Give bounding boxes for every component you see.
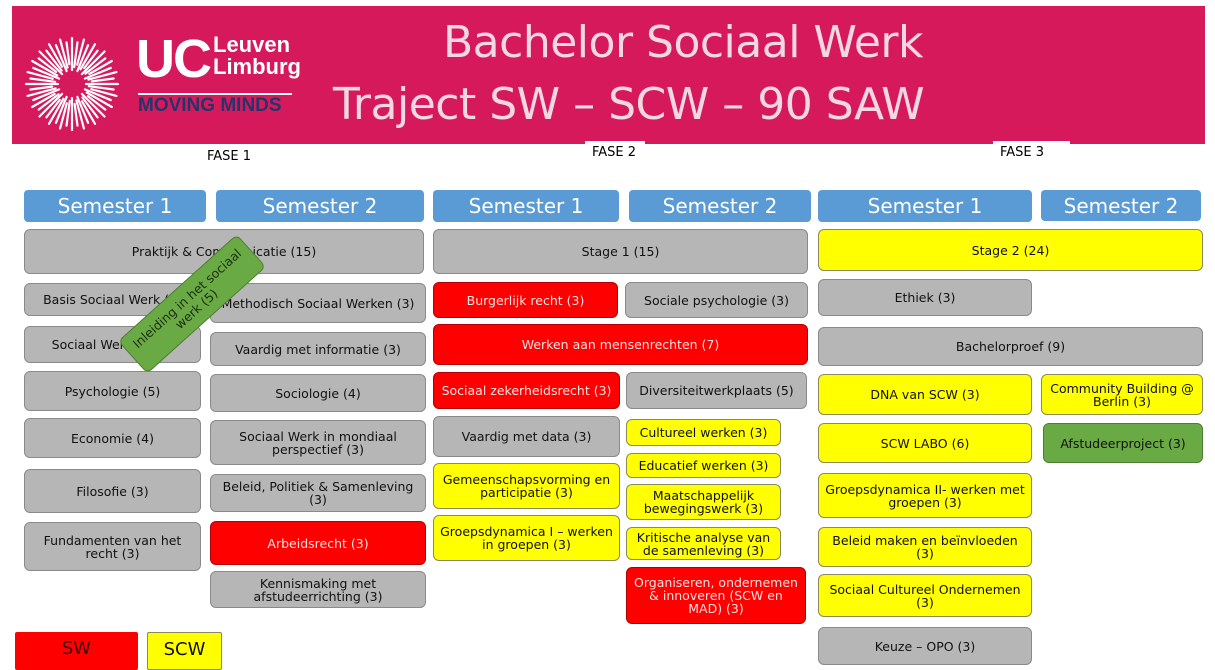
semester-header-f3-s1: Semester 1	[818, 190, 1032, 222]
header-banner	[12, 6, 1205, 144]
legend-scw: SCW	[147, 632, 222, 670]
course-community-building[interactable]: Community Building @ Berlin (3)	[1041, 374, 1203, 415]
course-organiseren-ondernemen[interactable]: Organiseren, ondernemen & innoveren (SCW…	[626, 567, 806, 624]
course-sociaal-cultureel-ondernemen[interactable]: Sociaal Cultureel Ondernemen (3)	[818, 574, 1032, 617]
logo-tagline: MOVING MINDS	[138, 95, 282, 116]
logo-divider	[138, 93, 292, 95]
course-psychologie[interactable]: Psychologie (5)	[24, 371, 201, 411]
semester-header-f2-s2: Semester 2	[629, 190, 811, 222]
course-dna-van-scw[interactable]: DNA van SCW (3)	[818, 374, 1032, 415]
course-groepsdynamica-2[interactable]: Groepsdynamica II- werken met groepen (3…	[818, 473, 1032, 518]
logo-limburg-text: Limburg	[213, 54, 301, 79]
course-werken-aan-mensenrechten[interactable]: Werken aan mensenrechten (7)	[433, 324, 808, 365]
course-beleid-politiek-samenleving[interactable]: Beleid, Politiek & Samenleving (3)	[210, 474, 426, 512]
course-ethiek[interactable]: Ethiek (3)	[818, 279, 1032, 316]
course-keuze-opo[interactable]: Keuze – OPO (3)	[818, 627, 1032, 665]
logo-uc-text: UC	[136, 29, 212, 89]
semester-header-f3-s2: Semester 2	[1041, 190, 1201, 221]
phase-label-2: FASE 2	[585, 141, 645, 165]
page-title-line2: Traject SW – SCW – 90 SAW	[333, 79, 925, 130]
page-title-line1: Bachelor Sociaal Werk	[443, 17, 924, 68]
course-educatief-werken[interactable]: Educatief werken (3)	[626, 453, 781, 478]
course-scw-labo[interactable]: SCW LABO (6)	[818, 423, 1032, 463]
course-kritische-analyse[interactable]: Kritische analyse van de samenleving (3)	[626, 527, 781, 560]
logo-leuven-text: Leuven	[213, 32, 291, 57]
phase-label-3: FASE 3	[993, 141, 1070, 165]
course-burgerlijk-recht[interactable]: Burgerlijk recht (3)	[433, 282, 618, 318]
course-economie[interactable]: Economie (4)	[24, 418, 201, 458]
course-arbeidsrecht[interactable]: Arbeidsrecht (3)	[210, 521, 426, 565]
course-sociaal-werk-mondiaal[interactable]: Sociaal Werk in mondiaal perspectief (3)	[210, 420, 426, 465]
course-diversiteitwerkplaats[interactable]: Diversiteitwerkplaats (5)	[626, 372, 807, 409]
course-methodisch-sociaal-werken[interactable]: Methodisch Sociaal Werken (3)	[210, 283, 426, 323]
course-sociale-psychologie[interactable]: Sociale psychologie (3)	[625, 282, 808, 318]
course-filosofie[interactable]: Filosofie (3)	[24, 469, 201, 513]
course-gemeenschapsvorming[interactable]: Gemeenschapsvorming en participatie (3)	[433, 463, 620, 509]
course-bachelorproef[interactable]: Bachelorproef (9)	[818, 327, 1203, 366]
course-stage-2[interactable]: Stage 2 (24)	[818, 229, 1203, 271]
course-groepsdynamica-1[interactable]: Groepsdynamica I – werken in groepen (3)	[433, 515, 620, 561]
course-fundamenten-recht[interactable]: Fundamenten van het recht (3)	[24, 522, 201, 571]
course-sociaal-zekerheidsrecht[interactable]: Sociaal zekerheidsrecht (3)	[433, 372, 620, 409]
semester-header-f1-s2: Semester 2	[216, 190, 424, 222]
course-vaardig-met-data[interactable]: Vaardig met data (3)	[433, 416, 620, 457]
semester-header-f1-s1: Semester 1	[24, 190, 206, 222]
course-stage-1[interactable]: Stage 1 (15)	[433, 229, 808, 274]
course-vaardig-met-informatie[interactable]: Vaardig met informatie (3)	[210, 332, 426, 366]
course-kennismaking-afstudeerrichting[interactable]: Kennismaking met afstudeerrichting (3)	[210, 571, 426, 608]
phase-label-1: FASE 1	[200, 145, 277, 169]
logo-sunburst-icon	[24, 36, 120, 132]
course-maatschappelijk-bewegingswerk[interactable]: Maatschappelijk bewegingswerk (3)	[626, 484, 781, 520]
course-afstudeerproject[interactable]: Afstudeerproject (3)	[1043, 423, 1203, 463]
semester-header-f2-s1: Semester 1	[433, 190, 619, 222]
course-beleid-maken-beinvloeden[interactable]: Beleid maken en beïnvloeden (3)	[818, 527, 1032, 567]
legend-sw: SW	[15, 632, 138, 670]
course-sociologie[interactable]: Sociologie (4)	[210, 374, 426, 412]
course-cultureel-werken[interactable]: Cultureel werken (3)	[626, 419, 781, 446]
